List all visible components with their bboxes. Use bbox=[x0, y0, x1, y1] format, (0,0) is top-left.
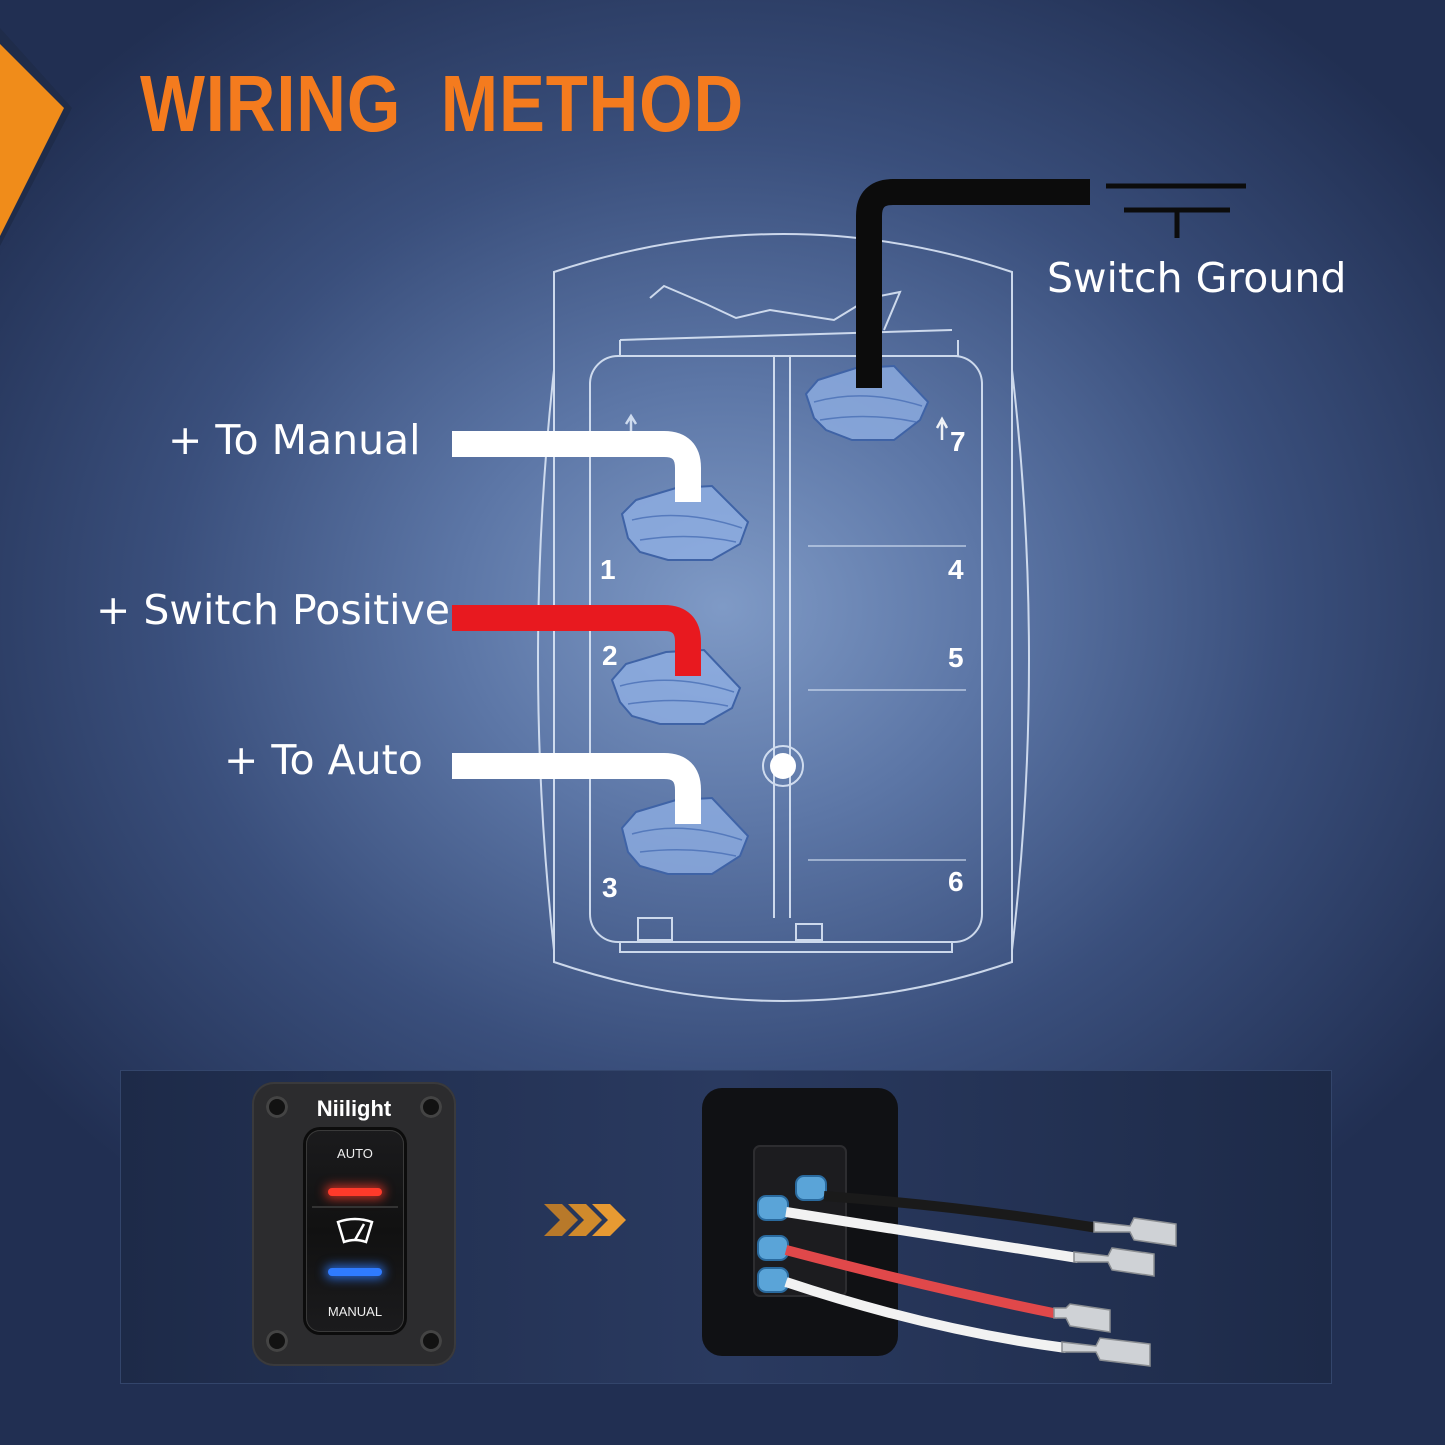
rocker-divider bbox=[312, 1206, 398, 1208]
wiper-icon bbox=[336, 1217, 374, 1244]
pin-number-1: 1 bbox=[600, 554, 616, 585]
corner-flag-icon bbox=[0, 28, 72, 246]
pin-number-5: 5 bbox=[948, 642, 964, 673]
triple-chevron-right-icon bbox=[544, 1204, 626, 1236]
pin-number-2: 2 bbox=[602, 640, 618, 671]
label-to-manual: + To Manual bbox=[168, 416, 421, 464]
label-switch-positive: + Switch Positive bbox=[96, 586, 451, 634]
wire-to-auto bbox=[452, 753, 701, 824]
label-auto: AUTO bbox=[337, 1146, 373, 1161]
ground-symbol-icon bbox=[1106, 183, 1246, 238]
pin-number-7: 7 bbox=[950, 426, 966, 457]
pin-number-6: 6 bbox=[948, 866, 964, 897]
mount-hole bbox=[266, 1096, 288, 1118]
brand-logo: Niilight bbox=[316, 1096, 392, 1121]
wire-to-manual bbox=[452, 431, 701, 502]
mount-hole bbox=[420, 1096, 442, 1118]
pin-number-3: 3 bbox=[602, 872, 618, 903]
pin-number-4: 4 bbox=[948, 554, 964, 585]
mount-hole bbox=[266, 1330, 288, 1352]
wire-switch-ground bbox=[856, 179, 1090, 388]
wire-switch-positive bbox=[452, 605, 701, 676]
blue-led-indicator bbox=[328, 1268, 382, 1276]
label-switch-ground: Switch Ground bbox=[1047, 254, 1347, 302]
title-word-method: METHOD bbox=[440, 59, 745, 148]
label-to-auto: + To Auto bbox=[224, 736, 423, 784]
mount-hole bbox=[420, 1330, 442, 1352]
rocker-switch[interactable]: AUTO MANUAL bbox=[306, 1130, 404, 1332]
title-word-wiring: WIRING bbox=[140, 59, 402, 148]
red-led-indicator bbox=[328, 1188, 382, 1196]
switch-front-panel: Niilight AUTO MANUAL bbox=[252, 1082, 456, 1366]
label-manual: MANUAL bbox=[327, 1304, 383, 1319]
